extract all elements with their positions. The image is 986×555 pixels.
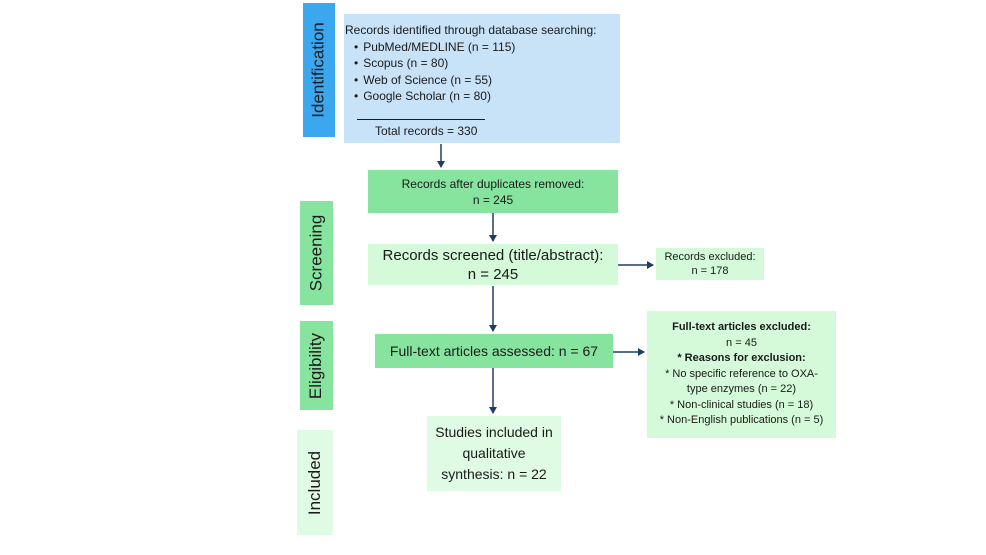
excluded-line1: Records excluded: [664, 251, 756, 263]
stage-screening-label: Screening [306, 214, 326, 292]
source-item: Google Scholar (n = 80) [354, 88, 620, 105]
duplicates-line1: Records after duplicates removed: [401, 176, 585, 191]
fulltext-excluded-count: n = 45 [726, 336, 757, 349]
studies-included-box: Studies included in qualitative synthesi… [427, 416, 561, 491]
duplicates-removed-box: Records after duplicates removed: n = 24… [368, 170, 618, 213]
fulltext-assessed-box: Full-text articles assessed: n = 67 [375, 334, 613, 368]
stage-screening: Screening [300, 201, 333, 305]
identification-heading: Records identified through database sear… [345, 23, 597, 37]
identification-box: Records identified through database sear… [344, 14, 620, 143]
total-records: Total records = 330 [375, 124, 478, 138]
total-divider [357, 119, 485, 120]
fulltext-line1: Full-text articles assessed: n = 67 [389, 343, 599, 359]
source-item: PubMed/MEDLINE (n = 115) [354, 39, 620, 56]
stage-identification: Identification [303, 3, 335, 137]
reason-item: * Non-clinical studies (n = 18) [669, 398, 814, 411]
duplicates-line2: n = 245 [472, 192, 514, 207]
excluded-line2: n = 178 [691, 265, 729, 277]
stage-eligibility: Eligibility [300, 321, 333, 410]
included-text: Studies included in qualitative synthesi… [435, 424, 553, 482]
reason-item: * No specific reference to OXA-type enzy… [665, 367, 818, 396]
stage-eligibility-label: Eligibility [306, 332, 326, 399]
source-item: Web of Science (n = 55) [354, 72, 620, 89]
screened-line2: n = 245 [467, 265, 519, 283]
reason-item: * Non-English publications (n = 5) [659, 414, 824, 427]
stage-identification-label: Identification [309, 22, 329, 118]
fulltext-excluded-title: Full-text articles excluded: [672, 321, 811, 334]
source-item: Scopus (n = 80) [354, 55, 620, 72]
stage-included: Included [297, 430, 333, 535]
fulltext-excluded-box: Full-text articles excluded: n = 45 * Re… [647, 311, 836, 438]
records-screened-box: Records screened (title/abstract): n = 2… [368, 244, 618, 285]
screened-line1: Records screened (title/abstract): [382, 246, 604, 264]
records-excluded-box: Records excluded: n = 178 [656, 248, 764, 280]
reasons-title: * Reasons for exclusion: [677, 352, 806, 365]
source-list: PubMed/MEDLINE (n = 115) Scopus (n = 80)… [344, 39, 620, 105]
stage-included-label: Included [305, 450, 324, 515]
